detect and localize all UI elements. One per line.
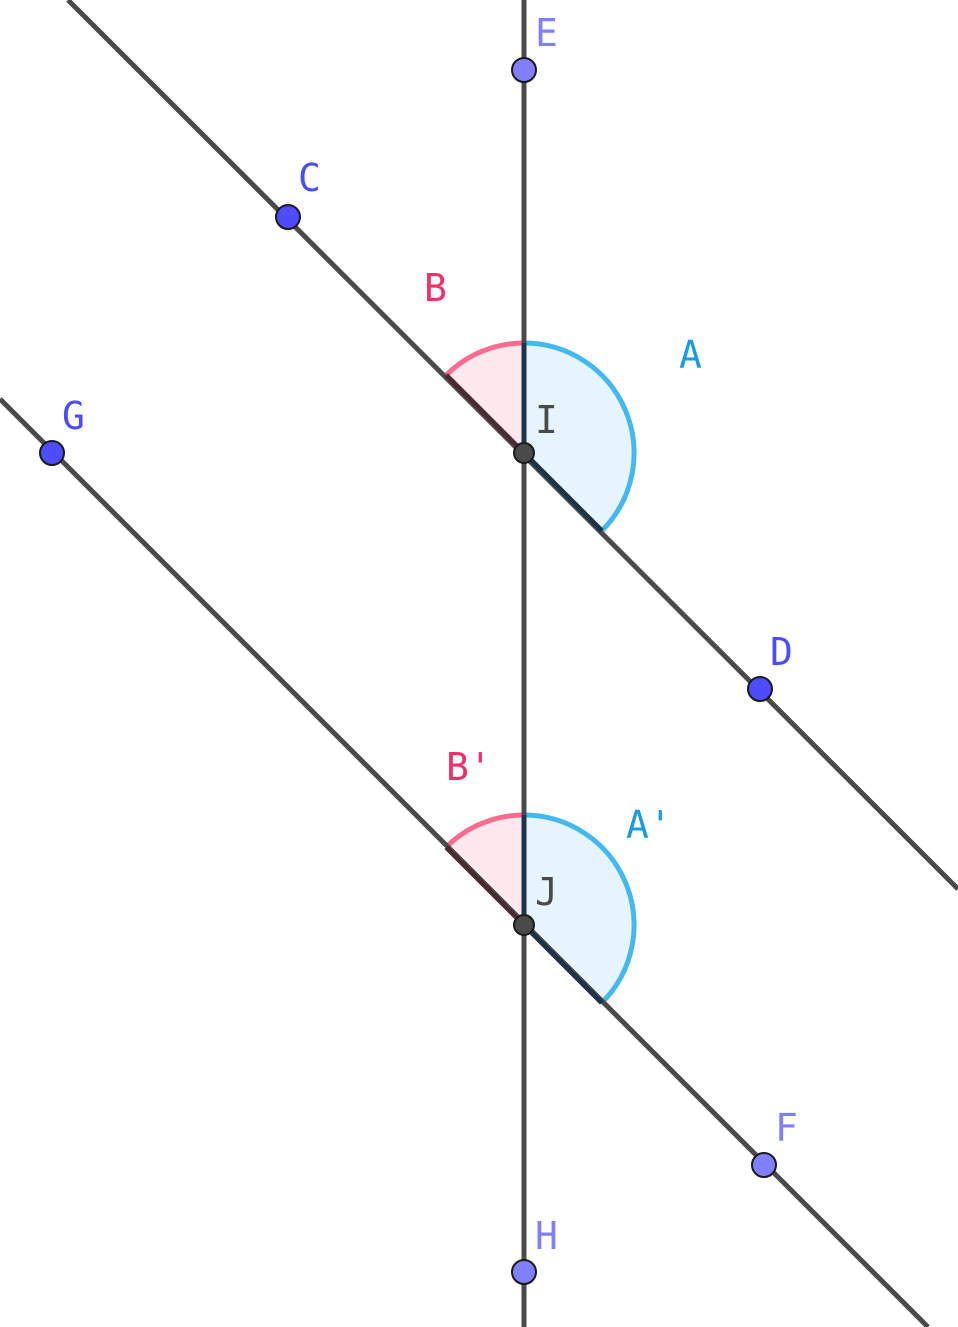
- label-i: I: [535, 398, 558, 442]
- angle-b-prime-sector: [446, 815, 524, 925]
- angle-a-side: [522, 451, 604, 533]
- label-g: G: [62, 394, 85, 438]
- angle-a-prime-sector: [524, 815, 635, 1003]
- angle-a-arc: [523, 340, 637, 533]
- angle-b-side: [444, 373, 526, 455]
- point-f[interactable]: [751, 1152, 777, 1178]
- label-a: A: [679, 333, 702, 377]
- point-c[interactable]: [275, 204, 301, 230]
- point-g[interactable]: [39, 440, 65, 466]
- angle-a-prime-arc: [523, 812, 637, 1005]
- label-c: C: [298, 156, 321, 200]
- label-h: H: [535, 1214, 558, 1258]
- angle-b-prime-arc: [444, 812, 525, 849]
- angle-b-arc: [444, 340, 525, 377]
- angle-b-sector: [446, 343, 524, 453]
- label-b: B: [424, 266, 447, 310]
- point-j[interactable]: [513, 914, 535, 936]
- angle-b-prime-side: [444, 845, 526, 927]
- angle-a-prime-side: [522, 923, 604, 1005]
- point-i[interactable]: [513, 442, 535, 464]
- label-e: E: [535, 11, 558, 55]
- label-a-prime: A': [626, 803, 672, 847]
- label-f: F: [775, 1106, 798, 1150]
- label-j: J: [535, 870, 558, 914]
- label-b-prime: B': [446, 745, 492, 789]
- point-d[interactable]: [747, 676, 773, 702]
- point-h[interactable]: [511, 1259, 537, 1285]
- point-e[interactable]: [511, 57, 537, 83]
- label-d: D: [770, 630, 793, 674]
- angle-a-sector: [524, 343, 635, 531]
